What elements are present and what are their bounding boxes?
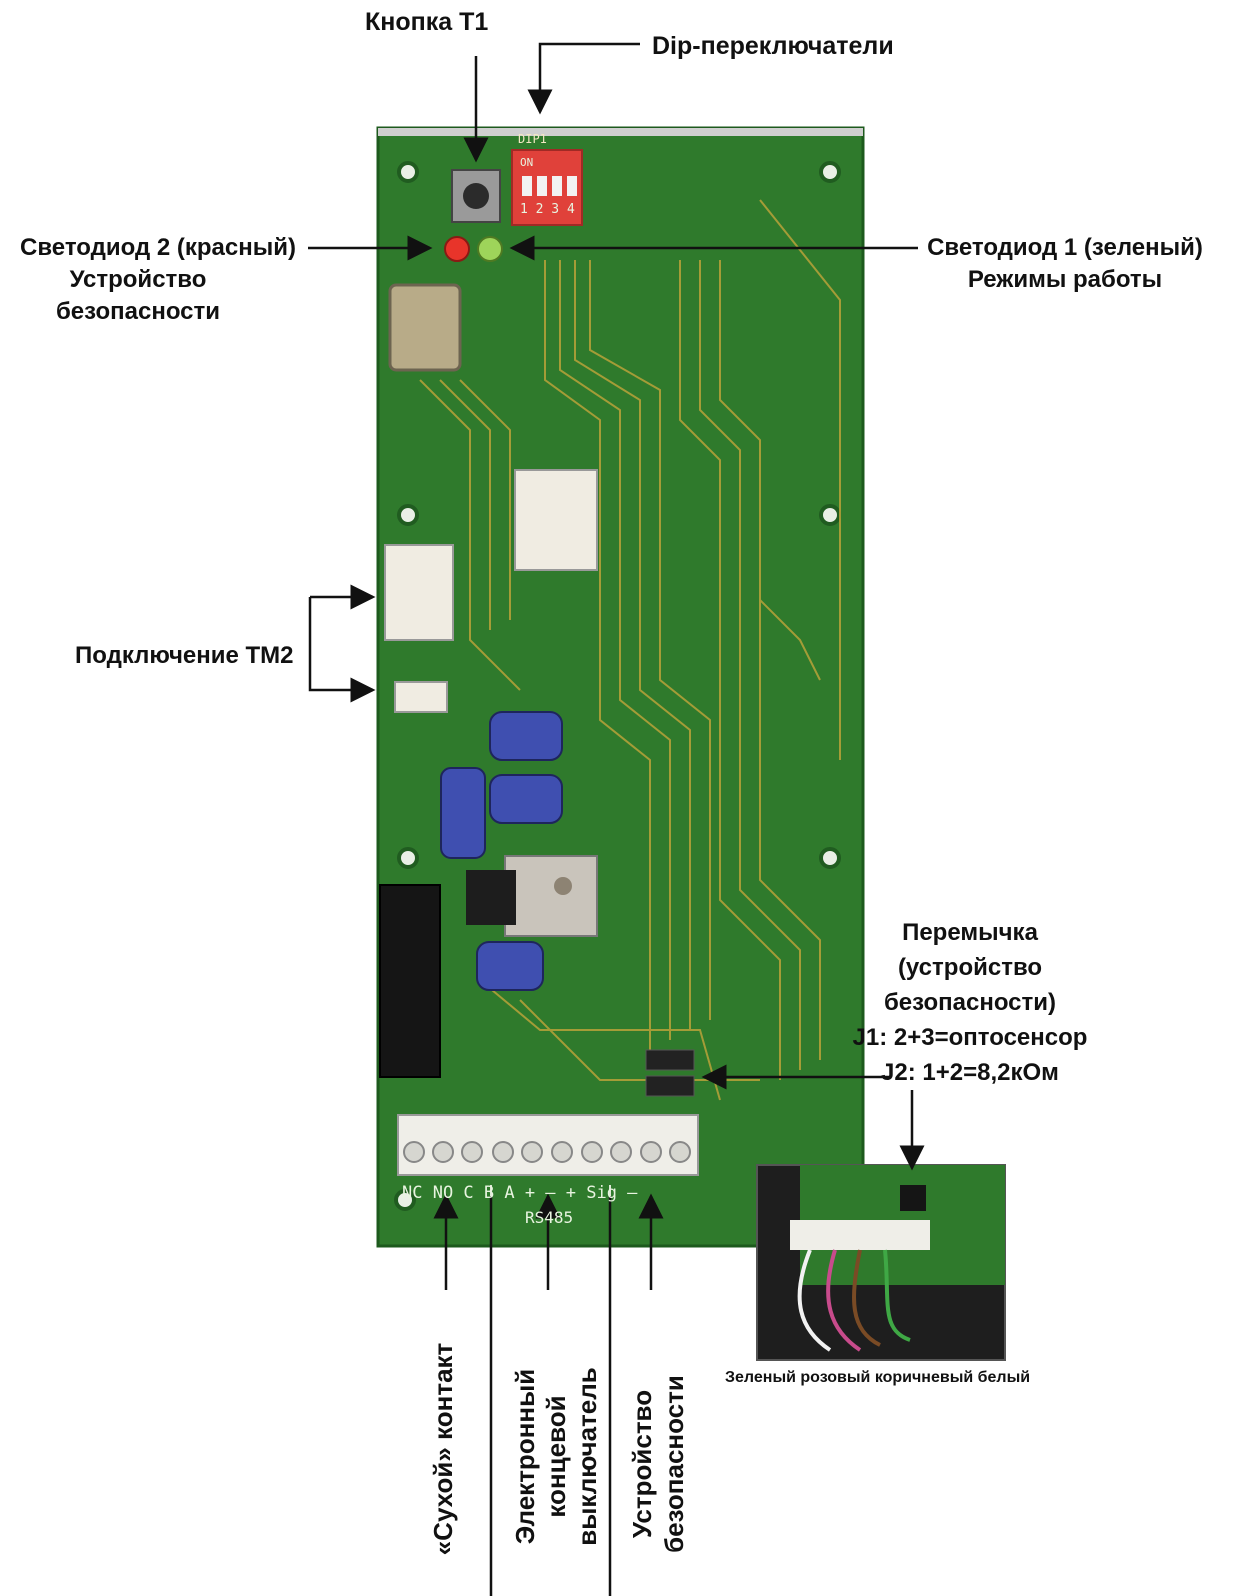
limit-switch-line3: выключатель [572,1367,602,1546]
led1-line2: Режимы работы [967,266,1163,293]
led-red [444,236,470,262]
safety-device-line1: Устройство [627,1389,657,1539]
label-dip-switches: Dip-переключатели [652,32,894,60]
jumper-line2: (устройство [897,954,1043,981]
limit-switch-line1: Электронный [510,1368,540,1545]
led2-line1: Светодиод 2 (красный) [20,234,296,261]
terminal-markings: NC NO C B A + – + Sig – [402,1183,638,1203]
dip-title: DIP1 [518,132,547,146]
label-jumper: Перемычка (устройство безопасности) J1: … [850,915,1090,1090]
label-dry-contact: «Сухой» контакт [428,1342,458,1556]
connector-tm2-main [384,544,454,641]
label-limit-switch: Электронный концевой выключатель [510,1319,603,1594]
pointer-lines [308,42,925,1596]
dip-on-label: ON [520,156,534,169]
mounting-holes [394,161,841,1211]
jumper-pins [645,1049,695,1097]
crystal-module [388,283,462,372]
connector-tm2-small [394,681,448,713]
label-button-t1: Кнопка Т1 [365,8,489,36]
dip-numbers: 1 2 3 4 [520,202,575,217]
jumper-line3: безопасности) [883,989,1057,1016]
limit-switch-line2: концевой [541,1395,571,1518]
jumper-line5: J2: 1+2=8,2кОм [881,1059,1059,1086]
heatsink [504,855,598,937]
regulator [466,870,516,925]
led2-line3: безопасности [55,298,221,325]
led1-line1: Светодиод 1 (зеленый) [927,234,1203,261]
jumper-line1: Перемычка [902,919,1038,946]
relay [379,884,441,1078]
label-led1: Светодиод 1 (зеленый) Режимы работы [920,232,1210,296]
terminal-screws [403,1141,691,1163]
capacitors [440,711,563,991]
pcb-traces [419,199,841,1101]
label-tm2: Подключение ТМ2 [75,642,294,669]
rs485-marking: RS485 [525,1208,574,1227]
label-safety-device: Устройство безопасности [626,1334,690,1594]
label-led2: Светодиод 2 (красный) Устройство безопас… [8,232,308,328]
safety-device-line2: безопасности [659,1375,689,1553]
jumper-line4: J1: 2+3=оптосенсор [852,1024,1088,1051]
label-wire-colors: Зеленый розовый коричневый белый [725,1369,1031,1386]
connector-top [514,469,598,571]
led2-line2: Устройство [69,266,207,293]
led-green [477,236,503,262]
